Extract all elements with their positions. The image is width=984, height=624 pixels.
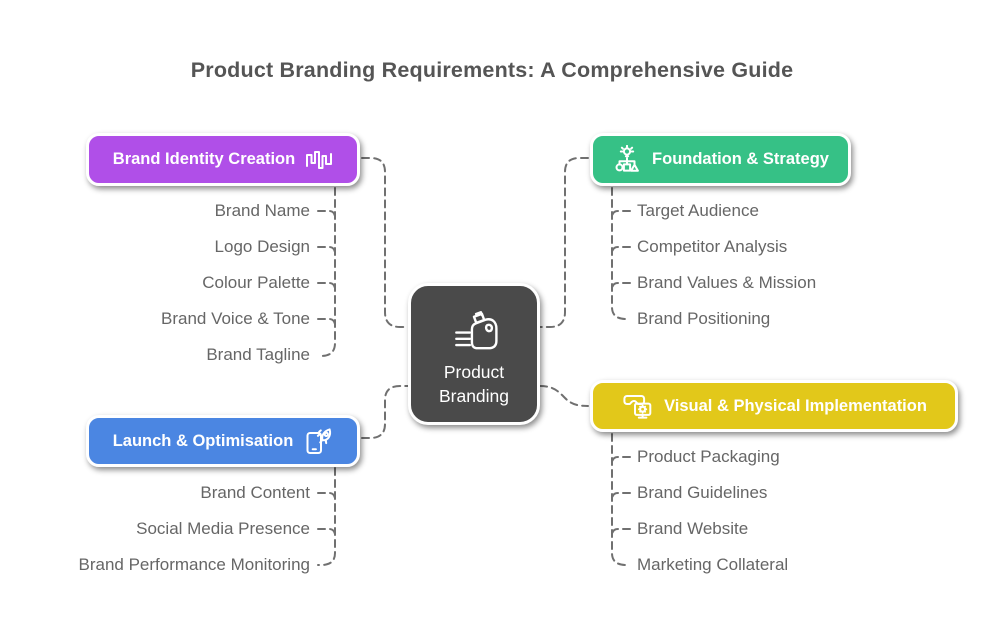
connector-green-trunk [611, 187, 631, 320]
leaf-marketing-collateral: Marketing Collateral [637, 555, 789, 574]
leaf-target-audience: Target Audience [637, 201, 759, 220]
leaf-brand-performance-monitoring: Brand Performance Monitoring [78, 555, 310, 574]
detergent-bottle-icon [449, 305, 499, 355]
idea-shapes-icon [612, 144, 642, 175]
branch-label-brand-identity-creation: Brand Identity Creation [112, 150, 296, 168]
connector-purple-trunk [317, 187, 336, 357]
connector-purple-center [361, 157, 409, 328]
center-node-product-branding: Product Branding [408, 283, 540, 425]
leaf-brand-values-mission: Brand Values & Mission [637, 273, 817, 292]
connector-blue-trunk [317, 467, 336, 566]
center-node-label: Product Branding [438, 362, 510, 406]
leaf-brand-name: Brand Name [214, 201, 310, 220]
leaf-brand-website: Brand Website [637, 519, 749, 538]
waveform-icon [305, 148, 333, 172]
connector-blue-center [361, 385, 409, 439]
leaf-brand-voice-tone: Brand Voice & Tone [160, 309, 310, 328]
diagram-title: Product Branding Requirements: A Compreh… [190, 58, 794, 82]
leaf-brand-tagline: Brand Tagline [206, 345, 310, 364]
rocket-phone-icon [303, 426, 333, 456]
branch-node-launch-optimisation: Launch & Optimisation [86, 415, 360, 467]
connector-green-center [539, 157, 589, 328]
ar-display-gear-icon [621, 391, 654, 421]
leaf-brand-guidelines: Brand Guidelines [637, 483, 768, 502]
leaf-product-packaging: Product Packaging [637, 447, 780, 466]
connector-yellow-trunk [611, 433, 631, 566]
branch-node-visual-physical-implementation: Visual & Physical Implementation [590, 380, 958, 432]
branch-label-foundation-strategy: Foundation & Strategy [652, 150, 829, 168]
leaf-brand-content: Brand Content [200, 483, 310, 502]
leaf-logo-design: Logo Design [214, 237, 310, 256]
leaf-brand-positioning: Brand Positioning [637, 309, 771, 328]
branch-label-visual-physical-implementation: Visual & Physical Implementation [664, 396, 927, 415]
branch-label-launch-optimisation: Launch & Optimisation [112, 431, 294, 450]
leaf-social-media-presence: Social Media Presence [136, 519, 310, 538]
leaf-colour-palette: Colour Palette [202, 273, 310, 292]
branch-node-foundation-strategy: Foundation & Strategy [590, 133, 851, 186]
leaf-competitor-analysis: Competitor Analysis [637, 237, 788, 256]
connector-yellow-center [539, 385, 589, 407]
branch-node-brand-identity-creation: Brand Identity Creation [86, 133, 360, 186]
